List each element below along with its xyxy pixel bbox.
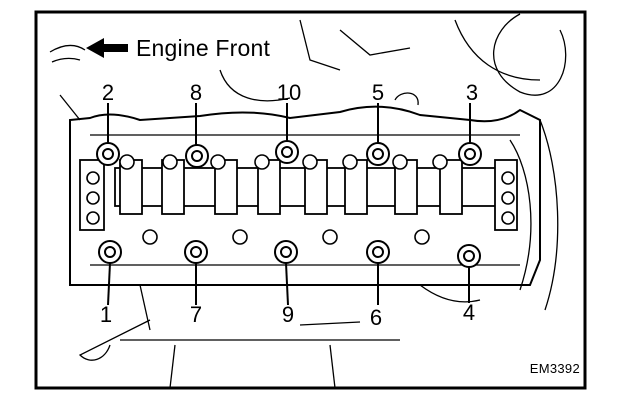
bolt-label-3: 3 — [466, 80, 478, 105]
bolt-label-8: 8 — [190, 80, 202, 105]
bolt-3 — [458, 142, 482, 166]
bolt-1 — [98, 240, 122, 264]
leader-lines — [107, 103, 471, 306]
bolt-label-10: 10 — [277, 80, 301, 105]
bolt-10 — [275, 140, 299, 164]
camshaft — [114, 159, 506, 215]
bolt-label-6: 6 — [370, 305, 382, 330]
bolt-number-labels: 2 8 10 5 3 1 7 9 6 4 — [100, 80, 478, 330]
engine-sketch — [49, 13, 567, 389]
bolt-label-1: 1 — [100, 302, 112, 327]
bolt-8 — [185, 144, 209, 168]
bolt-7 — [184, 240, 208, 264]
bolt-5 — [366, 142, 390, 166]
bolt-label-2: 2 — [102, 80, 114, 105]
bolt-label-7: 7 — [190, 302, 202, 327]
engine-front-arrow-icon — [86, 38, 128, 58]
bolt-9 — [274, 240, 298, 264]
head-bolts — [96, 140, 482, 268]
auxiliary-bolts — [86, 154, 515, 245]
figure-code: EM3392 — [529, 361, 580, 376]
bolt-label-5: 5 — [372, 80, 384, 105]
cylinder-head — [69, 105, 541, 286]
bolt-6 — [366, 240, 390, 264]
figure-border — [34, 10, 587, 390]
engine-front-label: Engine Front — [136, 35, 271, 61]
bolt-label-4: 4 — [463, 300, 475, 325]
bolt-2 — [96, 142, 120, 166]
bolt-4 — [457, 244, 481, 268]
bolt-label-9: 9 — [282, 302, 294, 327]
